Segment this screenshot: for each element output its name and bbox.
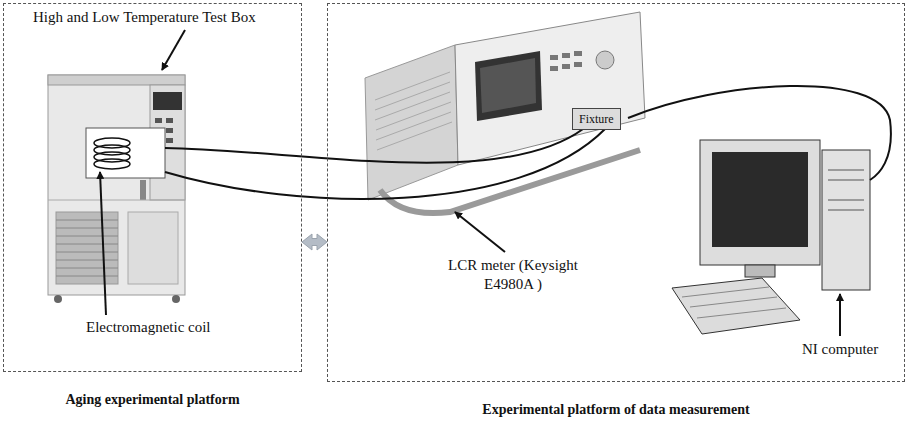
region-caption: Aging experimental platform — [0, 392, 321, 408]
part-label: NI computer — [802, 340, 878, 359]
coil-window — [86, 128, 165, 178]
computer — [828, 170, 864, 210]
lcr-meter — [475, 51, 542, 121]
test-chamber — [166, 138, 173, 143]
lcr-meter — [596, 51, 614, 69]
test-chamber — [56, 220, 118, 276]
leader-line — [839, 294, 841, 336]
leader-line — [162, 30, 185, 70]
computer — [682, 287, 786, 318]
test-chamber — [54, 295, 62, 303]
platform-region: Aging experimental platform — [3, 3, 302, 372]
double-arrow — [302, 234, 327, 250]
part-label: Electromagnetic coil — [86, 318, 211, 337]
cable — [628, 86, 891, 180]
test-chamber — [128, 212, 178, 284]
leader-line — [100, 30, 840, 336]
cable — [165, 129, 605, 199]
computer — [700, 140, 820, 265]
coil-window — [86, 128, 165, 178]
lcr-meter — [574, 62, 582, 67]
part-label: High and Low Temperature Test Box — [33, 8, 256, 27]
lcr-meter — [550, 55, 558, 60]
test-chamber — [56, 212, 118, 284]
test-chamber — [155, 118, 162, 123]
test-chamber — [48, 75, 185, 295]
lcr-meter — [480, 58, 536, 113]
test-chamber — [140, 180, 146, 200]
test-chamber — [166, 118, 173, 123]
lcr-meter — [562, 53, 570, 58]
fixture-box: Fixture — [572, 108, 621, 130]
platform-region: Experimental platform of data measuremen… — [327, 3, 905, 382]
lcr-meter — [375, 72, 452, 150]
computer — [712, 152, 808, 247]
leader-line — [100, 172, 106, 315]
computer — [822, 150, 870, 290]
lcr-meter — [550, 66, 558, 71]
test-chamber — [48, 75, 185, 85]
box-label: Fixture — [579, 112, 614, 126]
lcr-meter — [365, 45, 458, 200]
cable — [165, 129, 583, 163]
region-caption: Experimental platform of data measuremen… — [308, 402, 911, 418]
test-chamber — [166, 128, 173, 133]
test-chamber — [153, 92, 182, 110]
coil-window — [94, 159, 130, 169]
computer — [672, 278, 800, 334]
leader-line — [455, 212, 505, 252]
test-chamber — [172, 295, 180, 303]
test-chamber — [48, 200, 185, 201]
lcr-meter — [574, 51, 582, 56]
part-label: LCR meter (Keysight E4980A ) — [438, 256, 588, 294]
lcr-meter — [455, 12, 645, 165]
test-chamber — [48, 75, 185, 303]
lcr-meter — [562, 64, 570, 69]
computer — [745, 265, 775, 277]
cable — [165, 86, 891, 199]
